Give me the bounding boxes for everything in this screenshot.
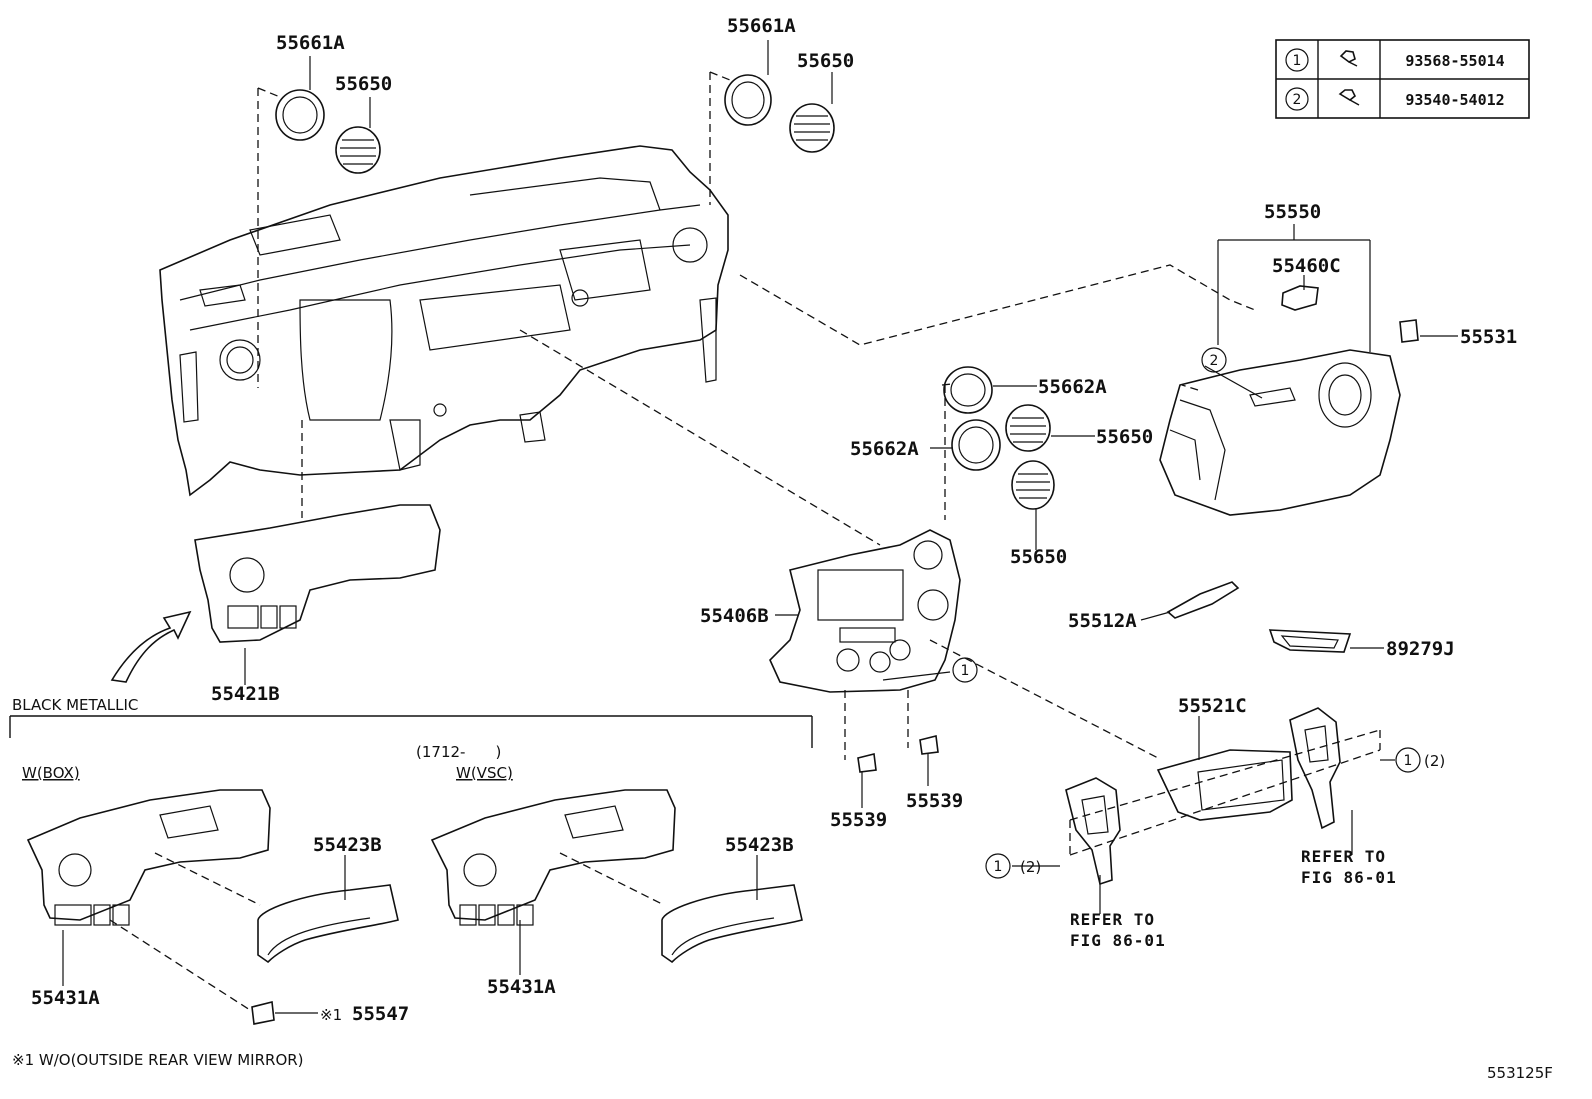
glove-box-lock-55460C: [1281, 285, 1319, 311]
black-metallic-bracket: [9, 715, 813, 748]
variant-vsc-label: W(VSC): [456, 764, 513, 782]
trim-cover-55423B-box: [257, 884, 399, 964]
bracket-left: [1065, 777, 1121, 886]
svg-text:REFER TO: REFER TO: [1070, 910, 1155, 929]
part-label-55421B: 55421B: [211, 683, 280, 705]
part-label-55521C: 55521C: [1178, 695, 1247, 717]
table-row: 1 93568-55014: [1285, 48, 1505, 72]
cluster-panel-55421B: [194, 504, 441, 643]
part-label-55662A: 55662A: [1038, 376, 1107, 398]
part-label-55661A: 55661A: [276, 32, 345, 54]
register-grille-55650-right: [789, 103, 835, 153]
part-label-55650: 55650: [1010, 546, 1067, 568]
section-title: BLACK METALLIC: [12, 696, 138, 714]
part-label-55550: 55550: [1264, 201, 1321, 223]
register-grille-55650-center: [1005, 404, 1051, 452]
bracket-right: [1289, 707, 1341, 830]
part-label-55531: 55531: [1460, 326, 1517, 348]
part-labels: 55661A 55650 55661A 55650 55550 55460C 5…: [31, 15, 1517, 1025]
svg-text:FIG 86-01: FIG 86-01: [1301, 868, 1397, 887]
cluster-panel-55431A-vsc: [430, 789, 676, 926]
register-ring-55662A-left: [951, 419, 1001, 471]
clip-55531: [1399, 319, 1419, 343]
refer-note-right: REFER TO FIG 86-01: [1301, 847, 1397, 887]
callout-1-left: 1 (2): [985, 853, 1041, 879]
register-ring-55661A-left: [275, 89, 325, 141]
figure-id: 553125F: [1487, 1064, 1553, 1082]
table-part-number: 93568-55014: [1405, 52, 1504, 70]
part-label-55431A: 55431A: [31, 987, 100, 1009]
fastener-table: 1 93568-55014 2 93540-54012: [1275, 39, 1530, 119]
cluster-panel-55431A-box: [26, 789, 271, 926]
date-range: (1712- ): [416, 743, 501, 761]
part-label-55650: 55650: [797, 50, 854, 72]
trim-bezel-89279J: [1268, 629, 1352, 653]
part-label-55539: 55539: [830, 809, 887, 831]
svg-text:REFER TO: REFER TO: [1301, 847, 1386, 866]
part-label-55661A: 55661A: [727, 15, 796, 37]
register-grille-55650-left: [335, 126, 381, 174]
callout-2-glovebox: 2: [1201, 347, 1227, 373]
callout-1-center: 1: [952, 657, 978, 683]
variant-box-label: W(BOX): [22, 764, 80, 782]
table-part-number: 93540-54012: [1405, 91, 1504, 109]
callout-alt-label: (2): [1424, 752, 1445, 770]
screw-icon: [1339, 50, 1358, 67]
part-label-55650: 55650: [1096, 426, 1153, 448]
part-label-55512A: 55512A: [1068, 610, 1137, 632]
register-grille-55650-lower: [1011, 460, 1055, 510]
switch-55547: [251, 1001, 275, 1025]
svg-text:FIG 86-01: FIG 86-01: [1070, 931, 1166, 950]
register-ring-55662A-top: [943, 366, 993, 414]
table-ref: 2: [1293, 92, 1302, 108]
center-box-55521C: [1156, 749, 1293, 821]
part-label-55460C: 55460C: [1272, 255, 1341, 277]
part-label-55539: 55539: [906, 790, 963, 812]
callout-1-right: 1 (2): [1395, 747, 1445, 773]
part-label-55431A: 55431A: [487, 976, 556, 998]
switch-55539-right: [919, 735, 939, 755]
footnote: ※1 W/O(OUTSIDE REAR VIEW MIRROR): [12, 1051, 304, 1069]
part-label-55423B: 55423B: [313, 834, 382, 856]
svg-text:1: 1: [1404, 753, 1413, 769]
assembly-lines: [109, 71, 1381, 1011]
refer-note-left: REFER TO FIG 86-01: [1070, 910, 1166, 950]
glove-box-illustration: [1159, 349, 1401, 516]
part-label-55423B: 55423B: [725, 834, 794, 856]
part-label-55406B: 55406B: [700, 605, 769, 627]
leader-lines: [62, 40, 1458, 1014]
register-ring-55661A-right: [724, 74, 772, 126]
svg-text:1: 1: [961, 663, 970, 679]
trim-cover-55423B-vsc: [661, 884, 803, 964]
part-label-55650: 55650: [335, 73, 392, 95]
svg-text:2: 2: [1210, 353, 1219, 369]
center-cluster-panel-55406B: [769, 529, 961, 693]
switch-55539-left: [857, 753, 877, 773]
part-label-89279J: 89279J: [1386, 638, 1455, 660]
note-mark: ※1: [320, 1006, 342, 1024]
callout-alt-label: (2): [1020, 858, 1041, 876]
screw-icon: [1338, 89, 1360, 106]
table-row: 2 93540-54012: [1285, 87, 1505, 111]
trim-strip-55512A: [1166, 581, 1240, 619]
arrow-icon: [110, 610, 192, 683]
table-ref: 1: [1293, 53, 1302, 69]
part-label-55662A: 55662A: [850, 438, 919, 460]
instrument-panel-illustration: [159, 145, 729, 497]
svg-text:1: 1: [994, 859, 1003, 875]
part-label-55547: 55547: [352, 1003, 409, 1025]
